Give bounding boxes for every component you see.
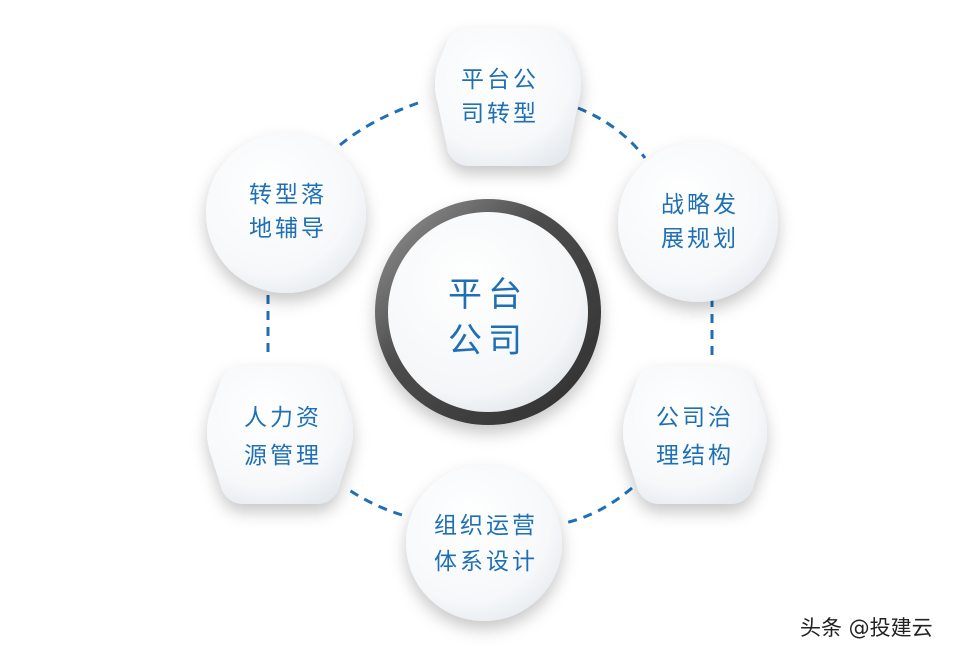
node-bottom: 组织运营 体系设计 bbox=[406, 465, 562, 621]
node-upper-left: 转型落 地辅导 bbox=[206, 133, 366, 293]
node-lower-left-line1: 人力资 bbox=[244, 405, 322, 431]
node-upper-left-line2: 地辅导 bbox=[249, 216, 327, 242]
connector-top-upper-right bbox=[577, 106, 647, 159]
node-top-shape bbox=[435, 28, 581, 166]
node-upper-left-line1: 转型落 bbox=[249, 182, 327, 208]
center-label-line2: 公司 bbox=[448, 321, 528, 361]
node-lower-left-shape bbox=[207, 366, 353, 504]
node-upper-right: 战略发 展规划 bbox=[618, 142, 778, 302]
center-disc bbox=[388, 212, 588, 412]
node-bottom-line2: 体系设计 bbox=[434, 549, 538, 575]
node-bottom-shape bbox=[406, 465, 562, 621]
connector-top-upper-left bbox=[339, 101, 419, 147]
node-lower-left-line2: 源管理 bbox=[244, 443, 322, 469]
center-label-line1: 平台 bbox=[448, 275, 528, 315]
node-top-line1: 平台公 bbox=[461, 67, 539, 93]
node-upper-right-line1: 战略发 bbox=[661, 192, 739, 218]
center-node: 平台 公司 bbox=[375, 199, 601, 425]
connectors bbox=[266, 101, 714, 525]
node-lower-right-line2: 理结构 bbox=[656, 443, 734, 469]
node-upper-right-shape bbox=[618, 142, 778, 302]
node-upper-right-line2: 展规划 bbox=[661, 226, 739, 252]
connector-bottom-lower-left bbox=[344, 485, 403, 517]
connector-lower-right-bottom bbox=[564, 486, 633, 525]
node-top-line2: 司转型 bbox=[461, 101, 539, 127]
node-upper-left-shape bbox=[206, 133, 366, 293]
node-top: 平台公 司转型 bbox=[435, 28, 581, 166]
node-lower-left: 人力资 源管理 bbox=[207, 366, 353, 504]
watermark-text: 头条 @投建云 bbox=[800, 616, 933, 640]
node-bottom-line1: 组织运营 bbox=[434, 513, 538, 539]
node-lower-right: 公司治 理结构 bbox=[623, 366, 767, 504]
node-lower-right-shape bbox=[623, 366, 767, 504]
node-lower-right-line1: 公司治 bbox=[656, 405, 734, 431]
